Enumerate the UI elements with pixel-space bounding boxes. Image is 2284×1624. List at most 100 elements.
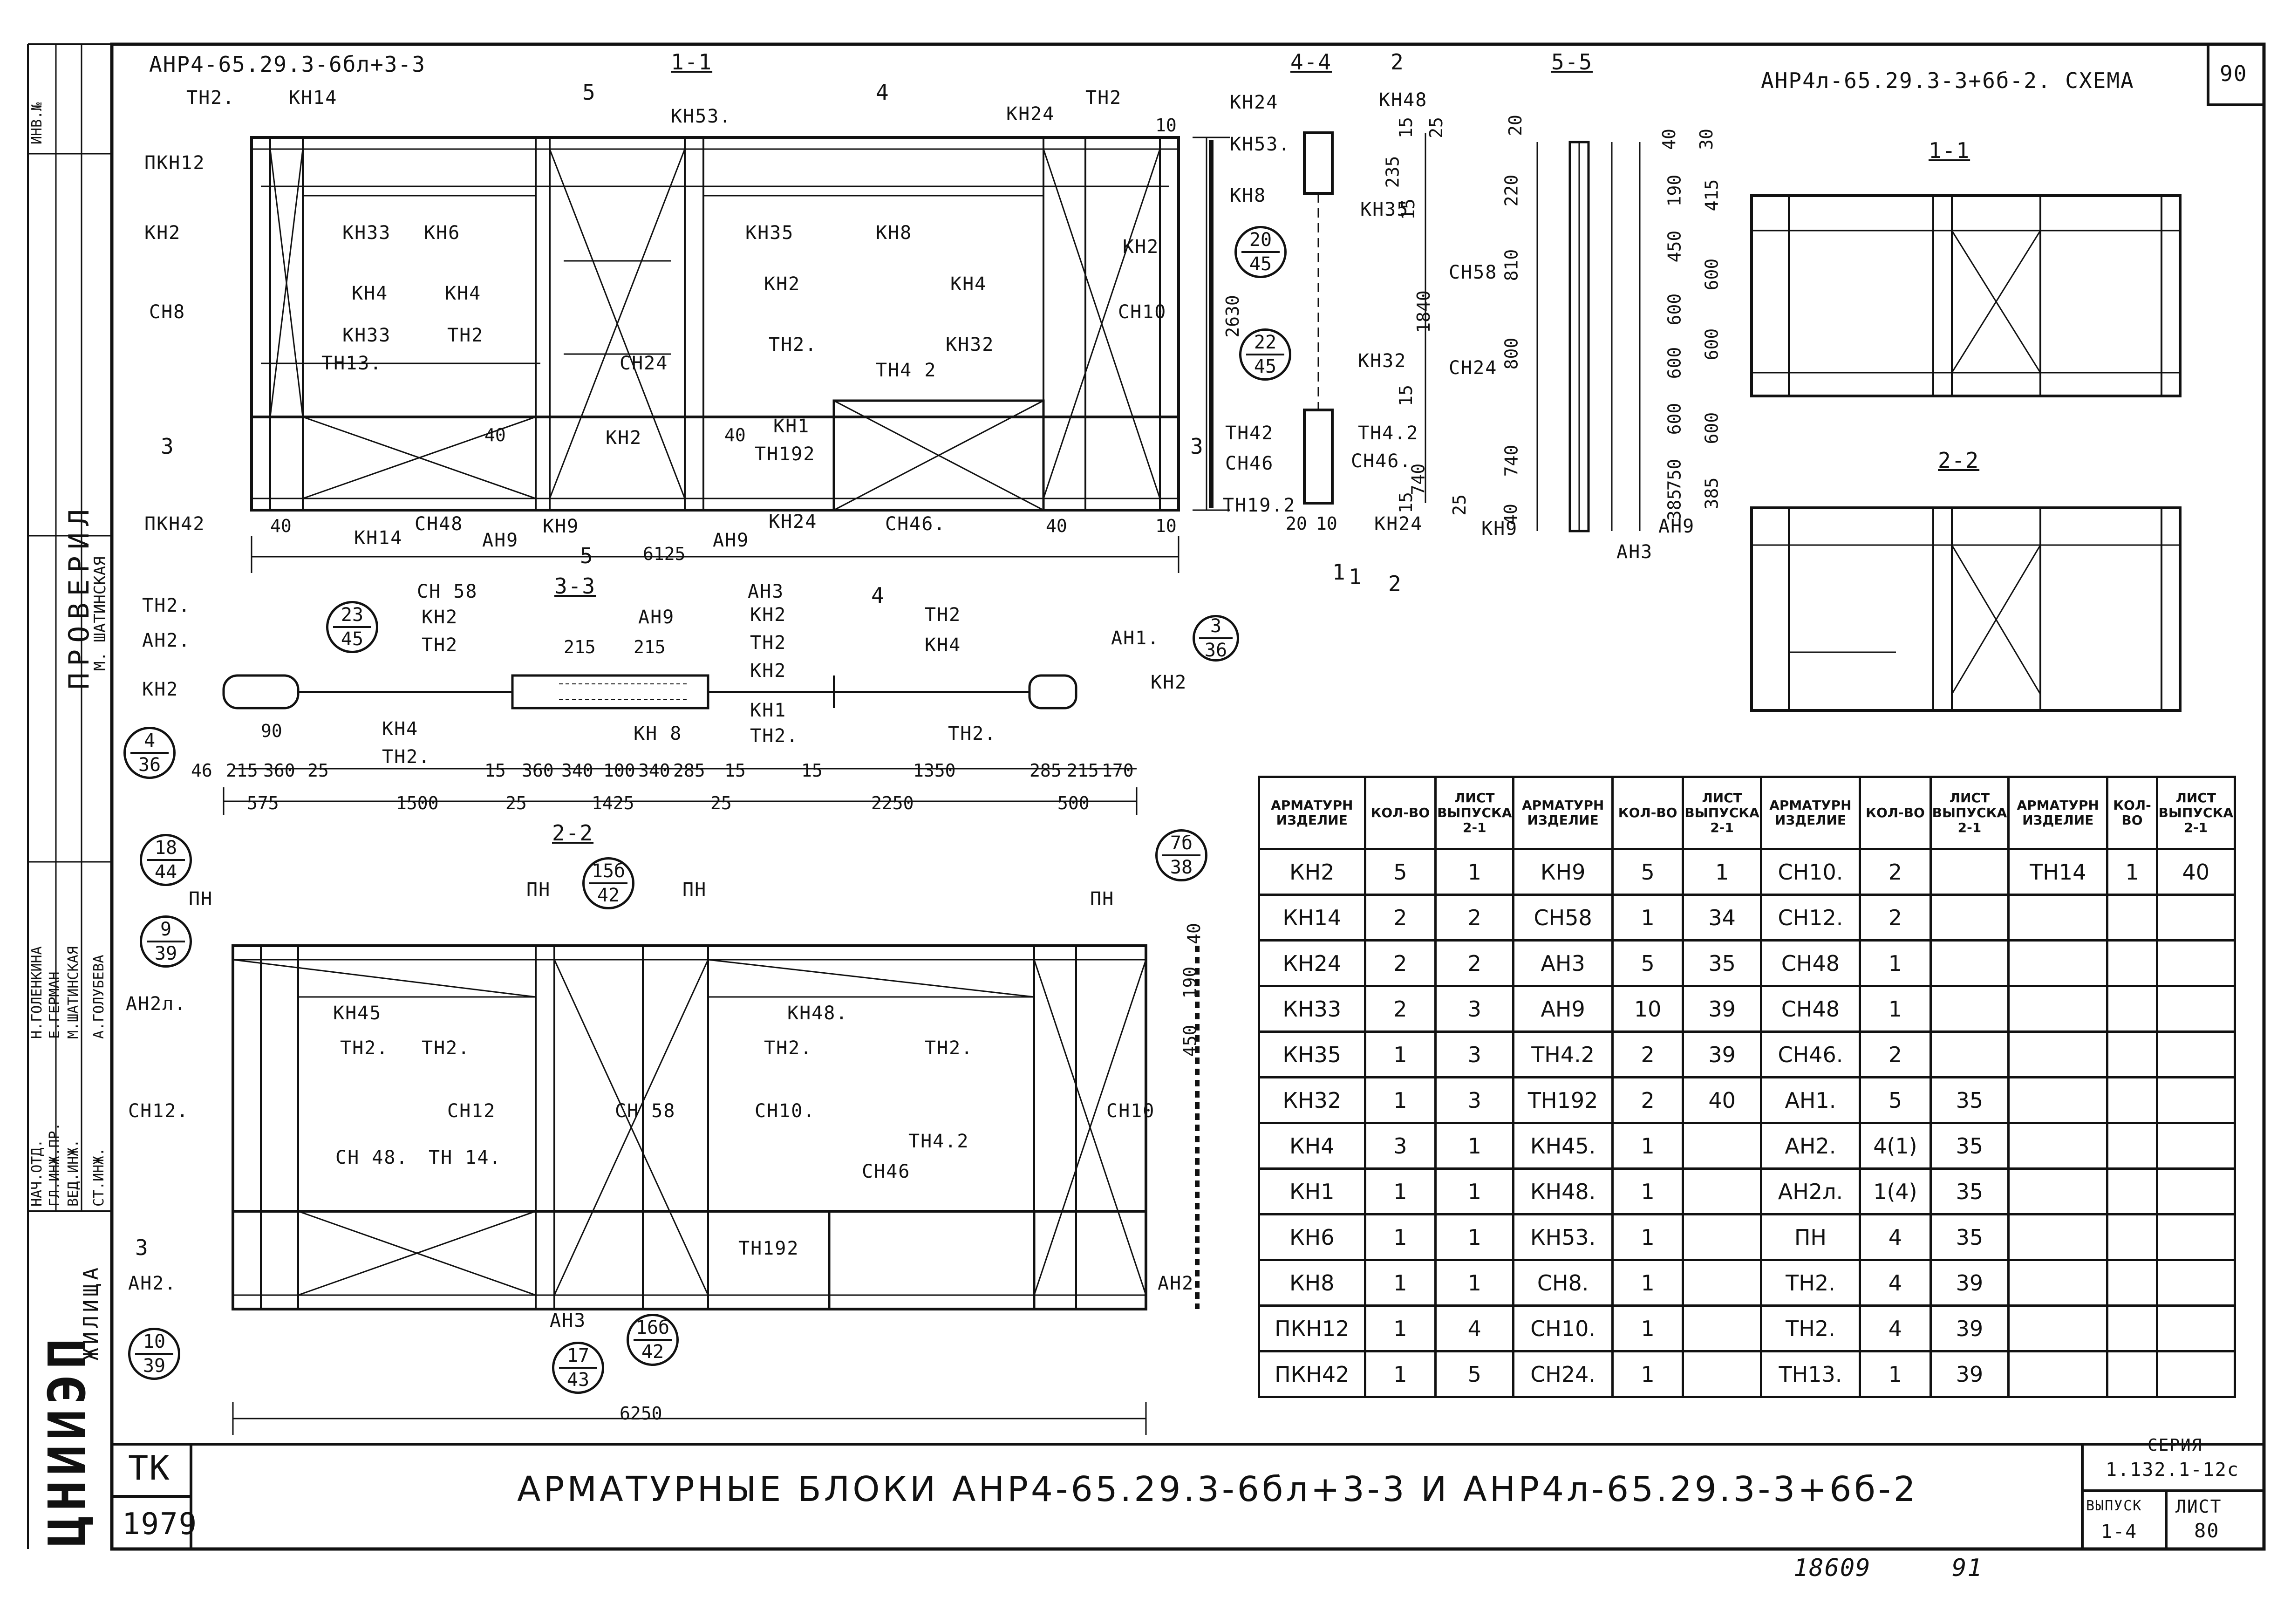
dimension: 10 [1316, 513, 1337, 534]
rebar-label: КН1 [750, 700, 787, 721]
dimension: 30 [1696, 129, 1717, 150]
table-cell [1929, 848, 2010, 896]
rebar-label: АН9 [482, 530, 519, 551]
rebar-label: ТН2. [925, 1037, 974, 1059]
rebar-label: АН2. [128, 1273, 177, 1294]
table-cell [2155, 939, 2236, 987]
dimension: 40 [270, 516, 292, 536]
rebar-label: КН2 [750, 660, 787, 682]
table-cell: 1 [1434, 848, 1515, 896]
schema-title-2-2: 2-2 [1938, 448, 1980, 473]
table-cell: 1 [1434, 1213, 1515, 1261]
rebar-label: ТН2 [750, 632, 787, 654]
column-header: АРМАТУРН ИЗДЕЛИЕ [2007, 776, 2109, 850]
rebar-label: АН2. [142, 630, 191, 651]
dimension: 360 [263, 760, 295, 781]
dimension-height: 2630 [1222, 295, 1243, 338]
cut-mark: 4 [871, 583, 885, 608]
table-cell: ТН192 [1512, 1076, 1614, 1124]
table-cell: КН14 [1258, 894, 1366, 942]
table-cell: 4(1) [1859, 1122, 1932, 1170]
rebar-label: КН32 [946, 334, 995, 355]
dimension: 600 [1664, 347, 1685, 379]
table-cell: 5 [1434, 1350, 1515, 1398]
dimension: 15 [484, 760, 506, 781]
table-cell [1682, 1350, 1762, 1398]
dimension: 340 [638, 760, 670, 781]
table-cell: КН33 [1258, 985, 1366, 1033]
table-cell: АН2. [1759, 1122, 1861, 1170]
column-header: ЛИСТ ВЫПУСКА 2-1 [1434, 776, 1515, 850]
table-cell: АН1. [1759, 1076, 1861, 1124]
rebar-label: КН 8 [634, 723, 682, 744]
table-cell [2007, 1122, 2109, 1170]
dimension: 25 [1425, 117, 1446, 138]
table-cell: 5 [1859, 1076, 1932, 1124]
rebar-label: СН48 [415, 513, 464, 535]
issue-value: 1-4 [2101, 1521, 2138, 1542]
dimension: 15 [724, 760, 746, 781]
column-header: ЛИСТ ВЫПУСКА 2-1 [2155, 776, 2236, 850]
dimension: 500 [1057, 793, 1090, 813]
table-cell [1929, 894, 2010, 942]
table-cell [2007, 939, 2109, 987]
dimension: 285 [673, 760, 705, 781]
sheet-label: ЛИСТ [2175, 1496, 2222, 1517]
table-cell: КН4 [1258, 1122, 1366, 1170]
rebar-label: КН35 [1360, 199, 1409, 220]
table-cell: 1 [1364, 1304, 1437, 1352]
rebar-label: ТН13. [321, 353, 382, 374]
table-cell [2106, 1213, 2158, 1261]
rebar-label: КН24 [1006, 103, 1055, 125]
rebar-label: АН2л. [126, 993, 187, 1015]
dimension: 415 [1701, 179, 1722, 212]
rebar-label: СН58 [1449, 262, 1498, 283]
table-cell: 2 [1434, 894, 1515, 942]
table-cell: СН58 [1512, 894, 1614, 942]
stamp-role: СТ.ИНЖ. [91, 1147, 107, 1207]
cut-mark: 2 [1388, 571, 1402, 596]
rebar-label: КН33 [342, 222, 391, 244]
table-cell: 35 [1929, 1122, 2010, 1170]
dimension: 600 [1701, 328, 1722, 361]
table-cell: СН10. [1512, 1304, 1614, 1352]
dimension: 340 [561, 760, 593, 781]
rebar-label: ТН2 [1085, 87, 1122, 109]
rebar-label: АН3 [748, 581, 784, 602]
dimension: 25 [1449, 494, 1470, 516]
table-header-row: АРМАТУРН ИЗДЕЛИЕ КОЛ-ВО ЛИСТ ВЫПУСКА 2-1… [1258, 776, 2236, 850]
issue-label: ВЫПУСК [2086, 1498, 2142, 1514]
section-title-1-1: 1-1 [671, 49, 713, 75]
rebar-label: АН2 [1158, 1273, 1194, 1294]
table-cell [2007, 1076, 2109, 1124]
table-cell [2007, 1167, 2109, 1215]
table-cell: АН2л. [1759, 1167, 1861, 1215]
section-title-2-2: 2-2 [552, 820, 594, 846]
table-cell [2106, 1167, 2158, 1215]
table-cell [2155, 1304, 2236, 1352]
table-cell [1682, 1304, 1762, 1352]
rebar-label: КН48. [787, 1003, 848, 1024]
rebar-label: КН24 [769, 511, 818, 532]
dimension: 40 [1046, 516, 1067, 536]
rebar-label: ТН42 [1225, 423, 1274, 444]
table-cell: ПКН42 [1258, 1350, 1366, 1398]
rebar-label: КН32 [1358, 350, 1407, 372]
table-cell [2106, 1030, 2158, 1078]
rebar-label: ТН192 [738, 1238, 799, 1259]
rebar-label: КН35 [745, 222, 794, 244]
table-cell: 3 [1434, 1030, 1515, 1078]
dimension: 600 [1664, 403, 1685, 435]
dimension: 600 [1701, 258, 1722, 291]
rebar-label: АН3 [1616, 541, 1653, 563]
rebar-label: СН46. [885, 513, 946, 535]
rebar-label: ТН2. [186, 87, 235, 109]
rebar-label: КН4 [382, 718, 419, 740]
